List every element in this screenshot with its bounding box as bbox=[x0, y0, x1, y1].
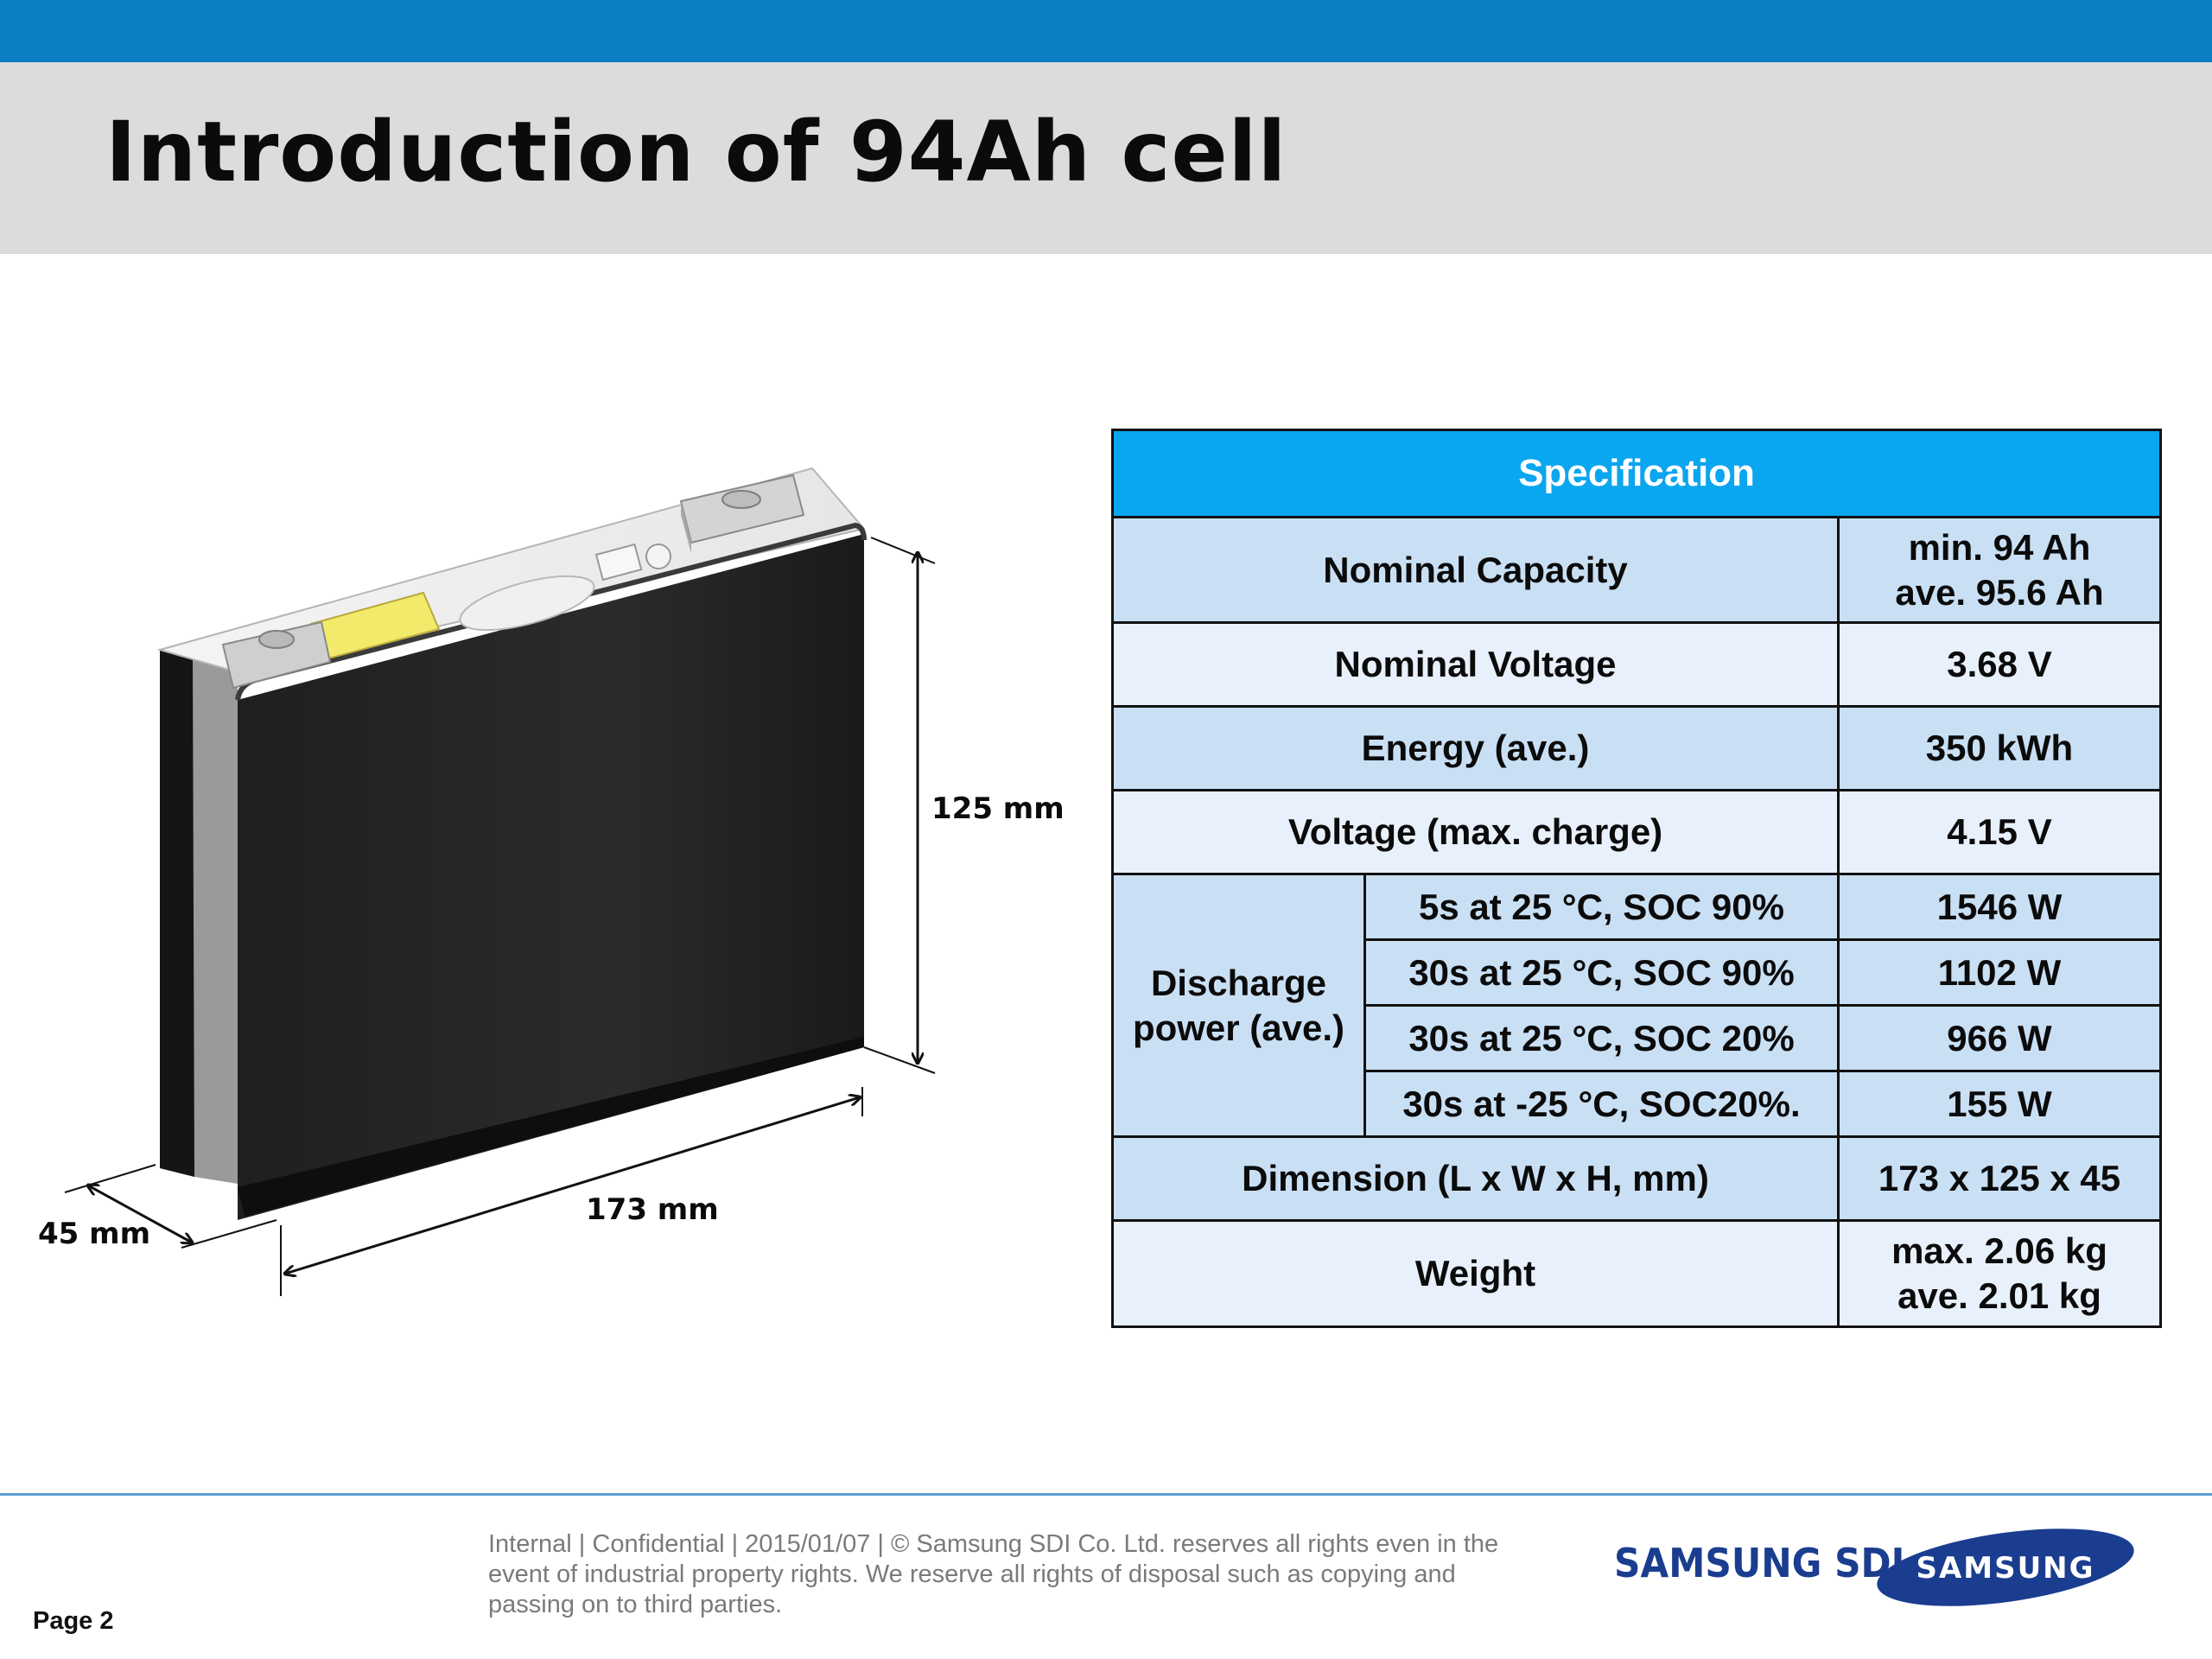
table-row: 30s at 25 °C, SOC 90% 1102 W bbox=[1113, 938, 2162, 1007]
table-row: Energy (ave.) 350 kWh bbox=[1111, 705, 2162, 791]
top-accent-bar bbox=[0, 0, 2212, 62]
footer-divider bbox=[0, 1493, 2212, 1496]
cell-main-face bbox=[238, 534, 864, 1220]
value-line: ave. 2.01 kg bbox=[1897, 1275, 2101, 1316]
cell-edge-left bbox=[160, 650, 194, 1177]
row-value: min. 94 Ah ave. 95.6 Ah bbox=[1837, 516, 2162, 624]
discharge-value: 1102 W bbox=[1837, 938, 2162, 1007]
battery-cell-figure: 125 mm 173 mm 45 mm bbox=[0, 432, 1089, 1348]
notice-line: Internal | Confidential | 2015/01/07 | ©… bbox=[488, 1530, 1499, 1558]
discharge-condition: 30s at 25 °C, SOC 90% bbox=[1363, 938, 1840, 1007]
row-label: Weight bbox=[1111, 1219, 1840, 1328]
table-row: Nominal Capacity min. 94 Ah ave. 95.6 Ah bbox=[1111, 516, 2162, 624]
row-label: Nominal Voltage bbox=[1111, 621, 1840, 708]
label-line: Discharge bbox=[1150, 962, 1327, 1003]
negative-terminal bbox=[221, 620, 332, 690]
length-dimension-arrow bbox=[285, 1097, 860, 1274]
value-line: max. 2.06 kg bbox=[1891, 1230, 2107, 1271]
notice-line: event of industrial property rights. We … bbox=[488, 1560, 1456, 1588]
table-row: Nominal Voltage 3.68 V bbox=[1111, 621, 2162, 708]
discharge-label: Discharge power (ave.) bbox=[1111, 873, 1366, 1138]
row-label: Energy (ave.) bbox=[1111, 705, 1840, 791]
samsung-logo-text: SAMSUNG bbox=[1916, 1551, 2094, 1586]
row-value: 4.15 V bbox=[1837, 789, 2162, 875]
row-label: Voltage (max. charge) bbox=[1111, 789, 1840, 875]
discharge-value: 155 W bbox=[1837, 1070, 2162, 1138]
discharge-value: 1546 W bbox=[1837, 873, 2162, 941]
value-line: min. 94 Ah bbox=[1908, 526, 2091, 568]
discharge-value: 966 W bbox=[1837, 1004, 2162, 1072]
row-label: Nominal Capacity bbox=[1111, 516, 1840, 624]
confidentiality-notice: Internal | Confidential | 2015/01/07 | ©… bbox=[488, 1529, 1508, 1620]
table-row: 30s at 25 °C, SOC 20% 966 W bbox=[1113, 1004, 2162, 1072]
depth-label: 45 mm bbox=[38, 1217, 151, 1251]
height-label: 125 mm bbox=[931, 791, 1065, 826]
discharge-condition: 30s at -25 °C, SOC20%. bbox=[1363, 1070, 1840, 1138]
samsung-sdi-wordmark: SAMSUNG SDI bbox=[1614, 1540, 1905, 1586]
depth-dimension-arrow bbox=[88, 1185, 192, 1243]
table-header: Specification bbox=[1111, 429, 2162, 518]
specification-table: Specification Nominal Capacity min. 94 A… bbox=[1111, 429, 2162, 1328]
discharge-condition: 5s at 25 °C, SOC 90% bbox=[1363, 873, 1840, 941]
table-row: Dimension (L x W x H, mm) 173 x 125 x 45 bbox=[1111, 1135, 2162, 1222]
table-row: Voltage (max. charge) 4.15 V bbox=[1111, 789, 2162, 875]
table-row: 30s at -25 °C, SOC20%. 155 W bbox=[1113, 1070, 2162, 1138]
cell-side-band bbox=[193, 658, 238, 1184]
title-band bbox=[0, 62, 2212, 254]
row-label: Dimension (L x W x H, mm) bbox=[1111, 1135, 1840, 1222]
battery-cell-illustration bbox=[64, 467, 936, 1296]
label-line: power (ave.) bbox=[1132, 1007, 1345, 1048]
table-row: Discharge power (ave.) 5s at 25 °C, SOC … bbox=[1111, 873, 2162, 1138]
value-line: ave. 95.6 Ah bbox=[1895, 571, 2104, 613]
row-value: 350 kWh bbox=[1837, 705, 2162, 791]
row-value: max. 2.06 kg ave. 2.01 kg bbox=[1837, 1219, 2162, 1328]
page-title: Introduction of 94Ah cell bbox=[105, 104, 1287, 200]
row-value: 3.68 V bbox=[1837, 621, 2162, 708]
row-value: 173 x 125 x 45 bbox=[1837, 1135, 2162, 1222]
length-label: 173 mm bbox=[586, 1192, 719, 1227]
discharge-condition: 30s at 25 °C, SOC 20% bbox=[1363, 1004, 1840, 1072]
table-row: Weight max. 2.06 kg ave. 2.01 kg bbox=[1111, 1219, 2162, 1328]
samsung-logo: SAMSUNG bbox=[1877, 1529, 2134, 1606]
page-number: Page 2 bbox=[33, 1607, 114, 1635]
notice-line: passing on to third parties. bbox=[488, 1591, 783, 1618]
